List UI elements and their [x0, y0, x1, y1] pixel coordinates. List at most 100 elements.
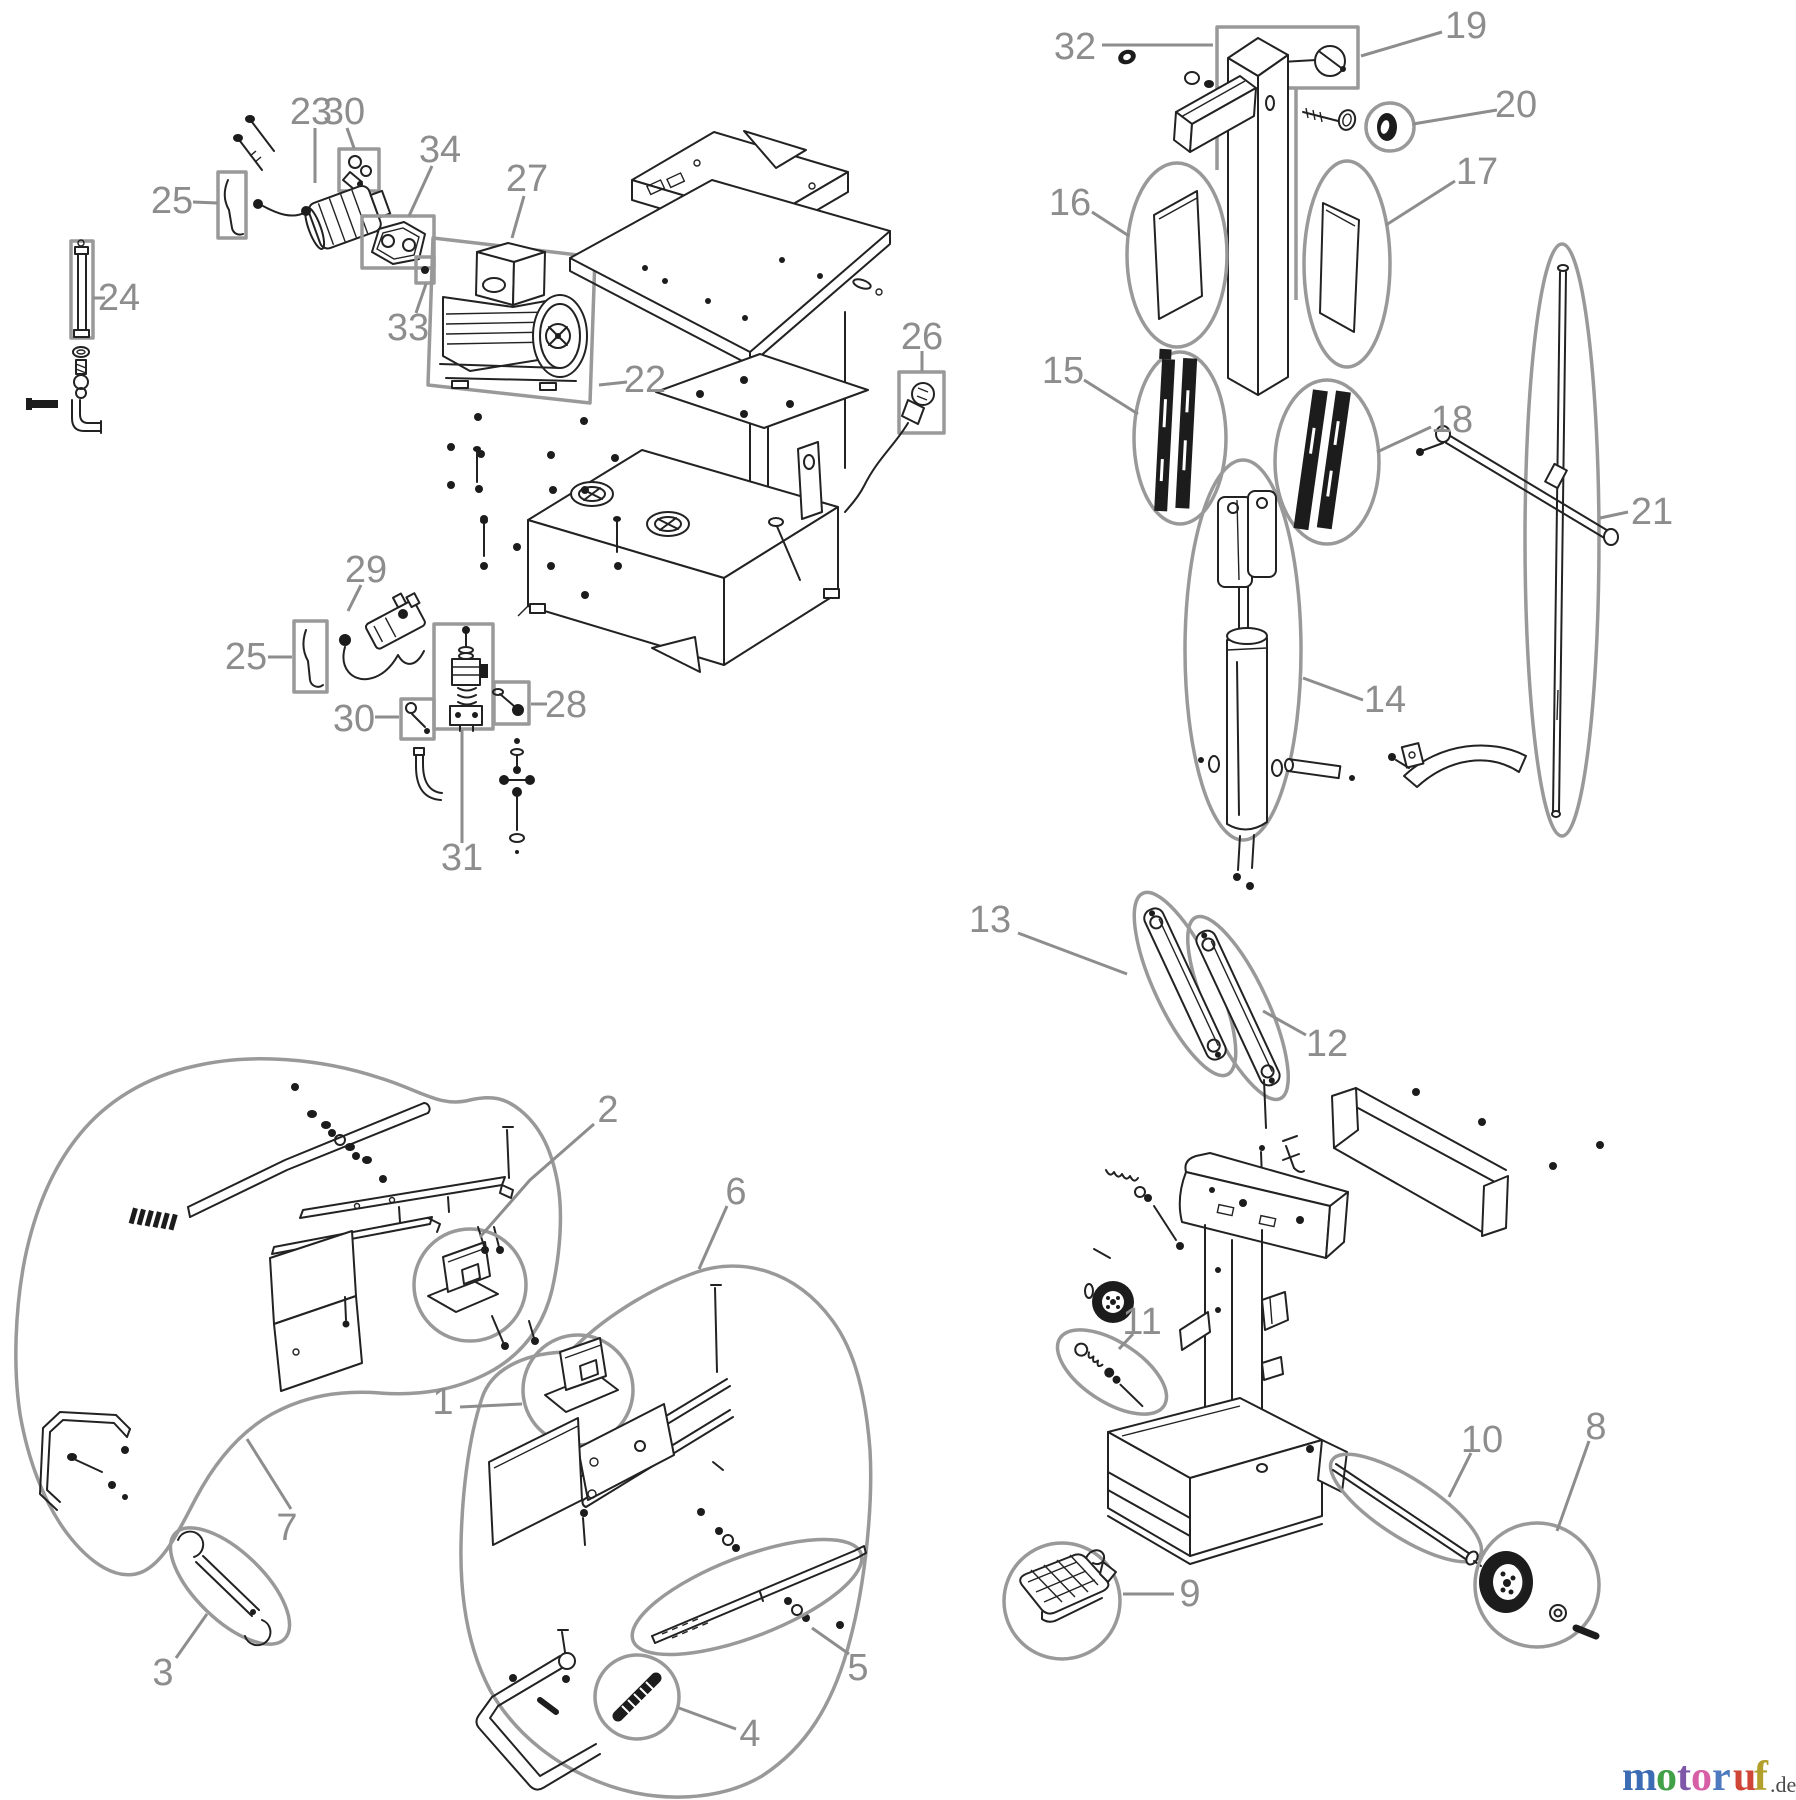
hose: [413, 747, 443, 801]
slide-plate-2: [427, 1241, 499, 1313]
highlight-box-24: [69, 239, 95, 340]
tower-base-assembly: [1002, 1087, 1604, 1661]
highlight-box-28: [492, 680, 531, 726]
part-label-24: 24: [98, 277, 140, 319]
logo-letter: m: [1622, 1754, 1657, 1800]
head-beam: [1178, 1152, 1349, 1259]
guard-sheet-6: [488, 1417, 583, 1546]
part-label-20: 20: [1495, 84, 1537, 126]
pressure-switch-29: [364, 592, 426, 650]
part-label-9: 9: [1179, 1573, 1200, 1615]
power-plug: [844, 382, 935, 513]
leader-line-14: [1302, 676, 1364, 702]
leader-line-2: [478, 1122, 595, 1238]
handle-rod-21: [1551, 264, 1569, 818]
outline-blob-7: [14, 1057, 563, 1577]
leader-line-3: [174, 1613, 209, 1659]
outline-blob-6: [459, 1264, 873, 1799]
part-label-31: 31: [441, 837, 483, 879]
leader-line-21: [1599, 510, 1629, 520]
highlight-ellipse-3: [168, 1526, 292, 1646]
wedge-handle: [1173, 75, 1257, 153]
foot-pedal-9: [1019, 1549, 1117, 1623]
leader-line-15: [1083, 378, 1139, 416]
part-label-16: 16: [1049, 182, 1091, 224]
guard-6-parts: [475, 1284, 844, 1791]
bolt-33: [421, 266, 429, 274]
part-label-22: 22: [624, 359, 666, 401]
filler-cap: [570, 481, 614, 507]
leader-line-4: [678, 1706, 737, 1731]
part-label-17: 17: [1456, 151, 1498, 193]
banjo-bolt-28: [492, 688, 524, 716]
highlight-circle-20: [1364, 101, 1416, 153]
threaded-stud-4: [612, 1672, 662, 1722]
callout-layer: 1234567891011121314151617181920212223242…: [93, 5, 1673, 1755]
part-label-26: 26: [901, 316, 943, 358]
highlight-box-25a: [216, 170, 248, 240]
cross-fitting: [499, 738, 535, 854]
part-label-3: 3: [152, 1652, 173, 1694]
logo-letter: o: [1691, 1754, 1712, 1800]
highlight-ellipse-5: [630, 1537, 864, 1657]
highlight-ellipse-11: [1055, 1328, 1169, 1416]
oil-dipstick: [26, 239, 102, 434]
fitting-30a: [342, 155, 372, 191]
ram-arm-5: [651, 1545, 867, 1644]
part-label-15: 15: [1042, 350, 1084, 392]
guide-rail-15: [1154, 348, 1198, 512]
part-label-2: 2: [597, 1089, 618, 1131]
screw-pair: [233, 115, 275, 171]
leader-line-5: [811, 1626, 850, 1656]
part-label-25: 25: [225, 636, 267, 678]
tower-column: [1179, 1224, 1289, 1429]
pivot-pin: [1198, 755, 1355, 781]
hook-rod-25a: [223, 179, 244, 236]
wheel-8: [1479, 1551, 1600, 1640]
bolt-field: [447, 413, 622, 599]
highlight-ellipse-14: [1183, 458, 1303, 842]
leader-line-33: [414, 283, 428, 314]
part-label-33: 33: [387, 307, 429, 349]
logo-letter: r: [1712, 1754, 1731, 1800]
part-label-5: 5: [847, 1647, 868, 1689]
part-label-18: 18: [1431, 399, 1473, 441]
leader-line-1: [459, 1402, 523, 1409]
guard-7-parts: [39, 1083, 539, 1511]
part-label-32: 32: [1054, 26, 1096, 68]
part-label-19: 19: [1445, 5, 1487, 47]
leader-line-16: [1091, 210, 1130, 238]
part-label-10: 10: [1461, 1419, 1503, 1461]
highlight-box-25b: [292, 619, 329, 694]
part-label-28: 28: [545, 684, 587, 726]
part-label-11: 11: [1122, 1301, 1161, 1343]
part-label-25: 25: [151, 180, 193, 222]
leader-line-20: [1412, 108, 1498, 126]
spring: [128, 1207, 178, 1231]
part-label-21: 21: [1631, 491, 1673, 533]
leader-line-29: [346, 584, 363, 612]
bar-hardware: [291, 1083, 387, 1183]
leader-line-18: [1376, 425, 1432, 454]
bolt-20: [1302, 107, 1357, 131]
guard-plates-7: [269, 1126, 539, 1392]
elbow-fitting-30b: [405, 702, 430, 734]
highlight-circle-8: [1473, 1521, 1601, 1649]
leader-line-30: [345, 127, 356, 149]
cross-handle-bar: [1416, 425, 1619, 546]
leader-line-6: [697, 1205, 729, 1270]
part-label-23: 23: [290, 91, 332, 133]
leader-line-11: [1117, 1332, 1135, 1351]
leader-line-12: [1262, 1009, 1307, 1037]
part-label-8: 8: [1585, 1406, 1606, 1448]
part-label-30: 30: [333, 698, 375, 740]
highlight-circle-4: [593, 1653, 681, 1741]
control-valve-31: [449, 626, 488, 732]
main-column: [1227, 37, 1289, 396]
oil-tank: [517, 441, 840, 673]
side-plate-16: [1153, 190, 1203, 320]
control-valve-group: [292, 592, 535, 854]
